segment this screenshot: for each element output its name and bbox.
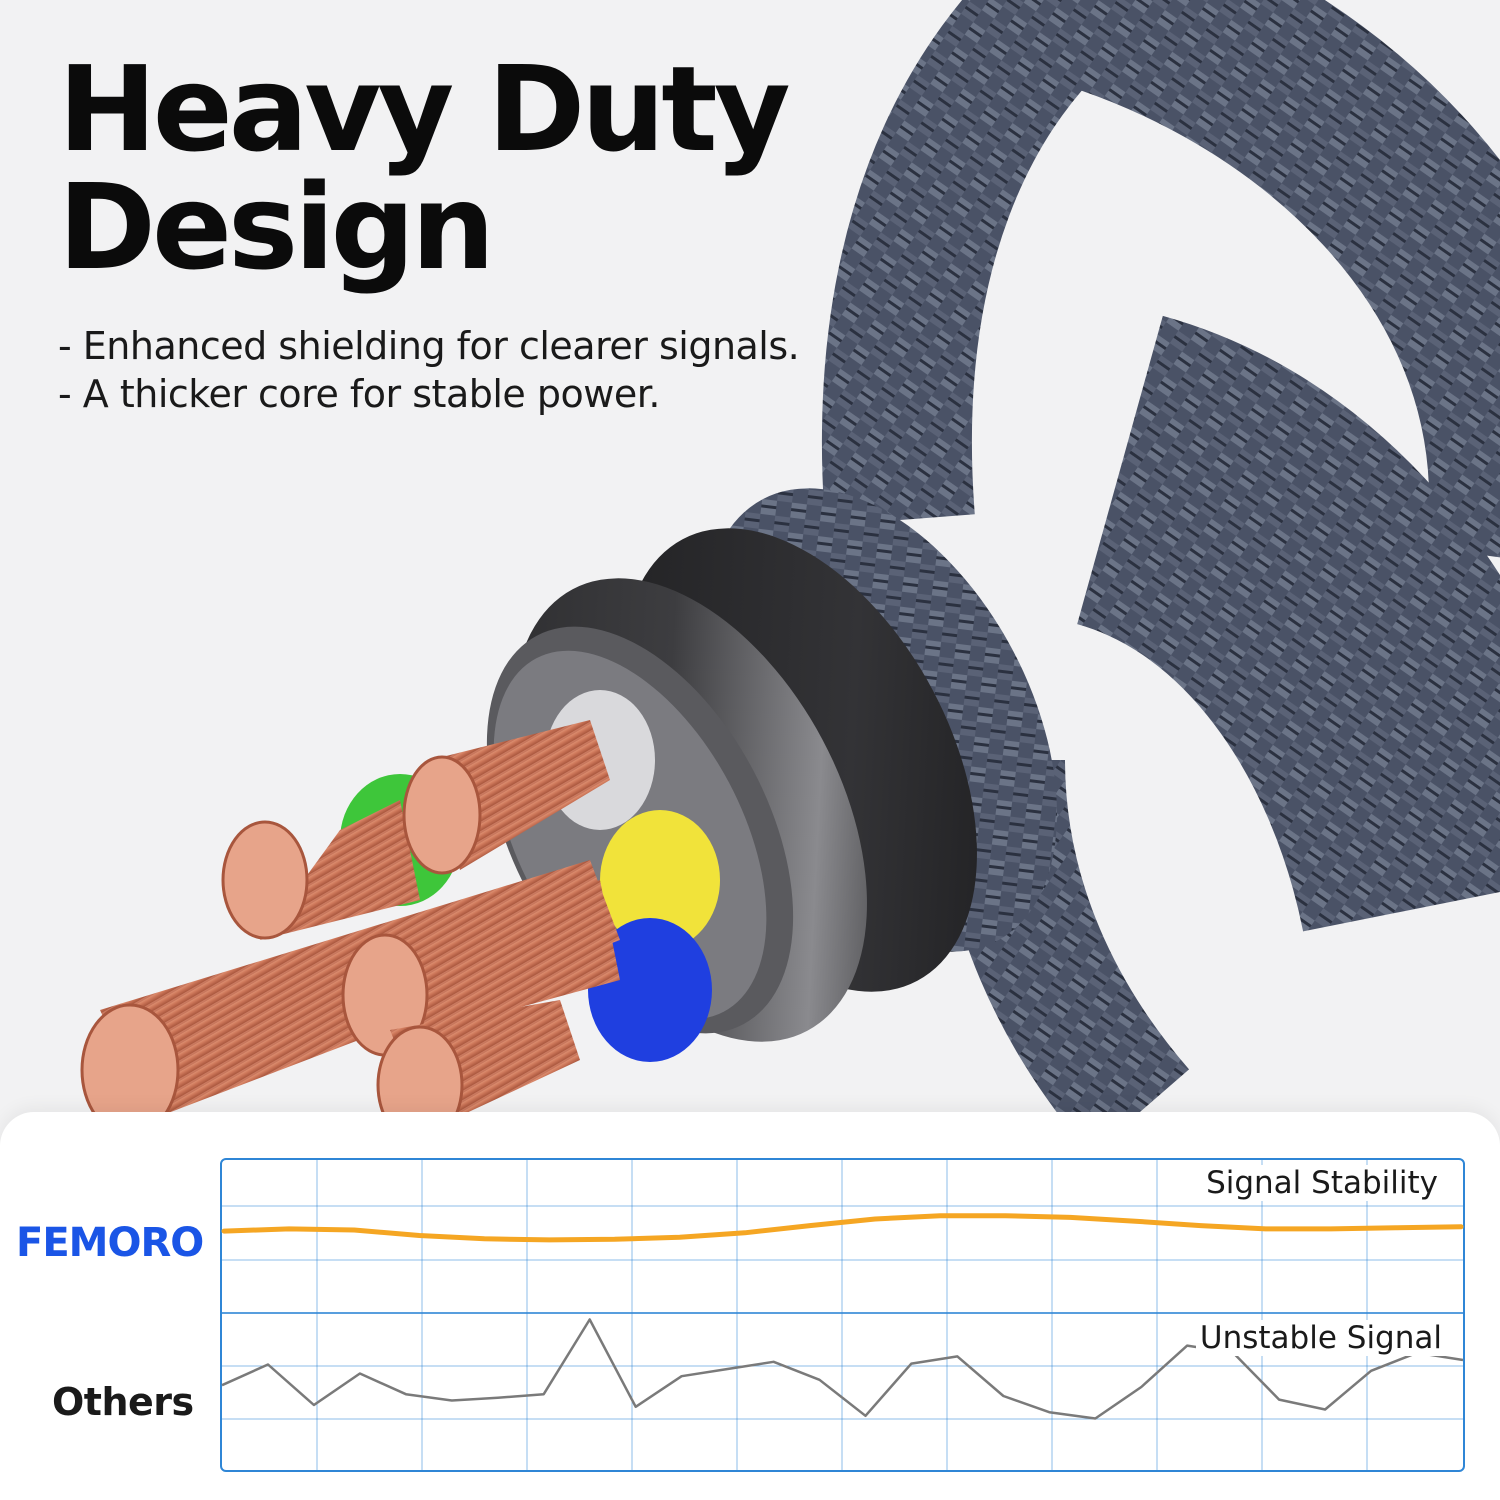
braided-cable-loop xyxy=(822,0,1500,1155)
copper-cores xyxy=(80,720,620,1145)
unstable-signal-label: Unstable Signal xyxy=(1195,1320,1446,1356)
feature-bullets: - Enhanced shielding for clearer signals… xyxy=(58,322,800,418)
bullet-item: - A thicker core for stable power. xyxy=(58,372,660,416)
signal-stability-label: Signal Stability xyxy=(1202,1165,1442,1201)
grid-lines xyxy=(220,1158,1465,1472)
bullet-item: - Enhanced shielding for clearer signals… xyxy=(58,324,800,368)
headline-line-1: Heavy Duty xyxy=(58,40,791,178)
stable-signal-line xyxy=(221,1213,1464,1243)
unstable-signal-line xyxy=(221,1318,1464,1420)
headline-line-2: Design xyxy=(58,158,495,296)
signal-comparison-chart xyxy=(220,1158,1465,1472)
others-label: Others xyxy=(52,1380,194,1424)
headline: Heavy Duty Design xyxy=(58,50,791,286)
brand-label: FEMORO xyxy=(16,1220,204,1266)
